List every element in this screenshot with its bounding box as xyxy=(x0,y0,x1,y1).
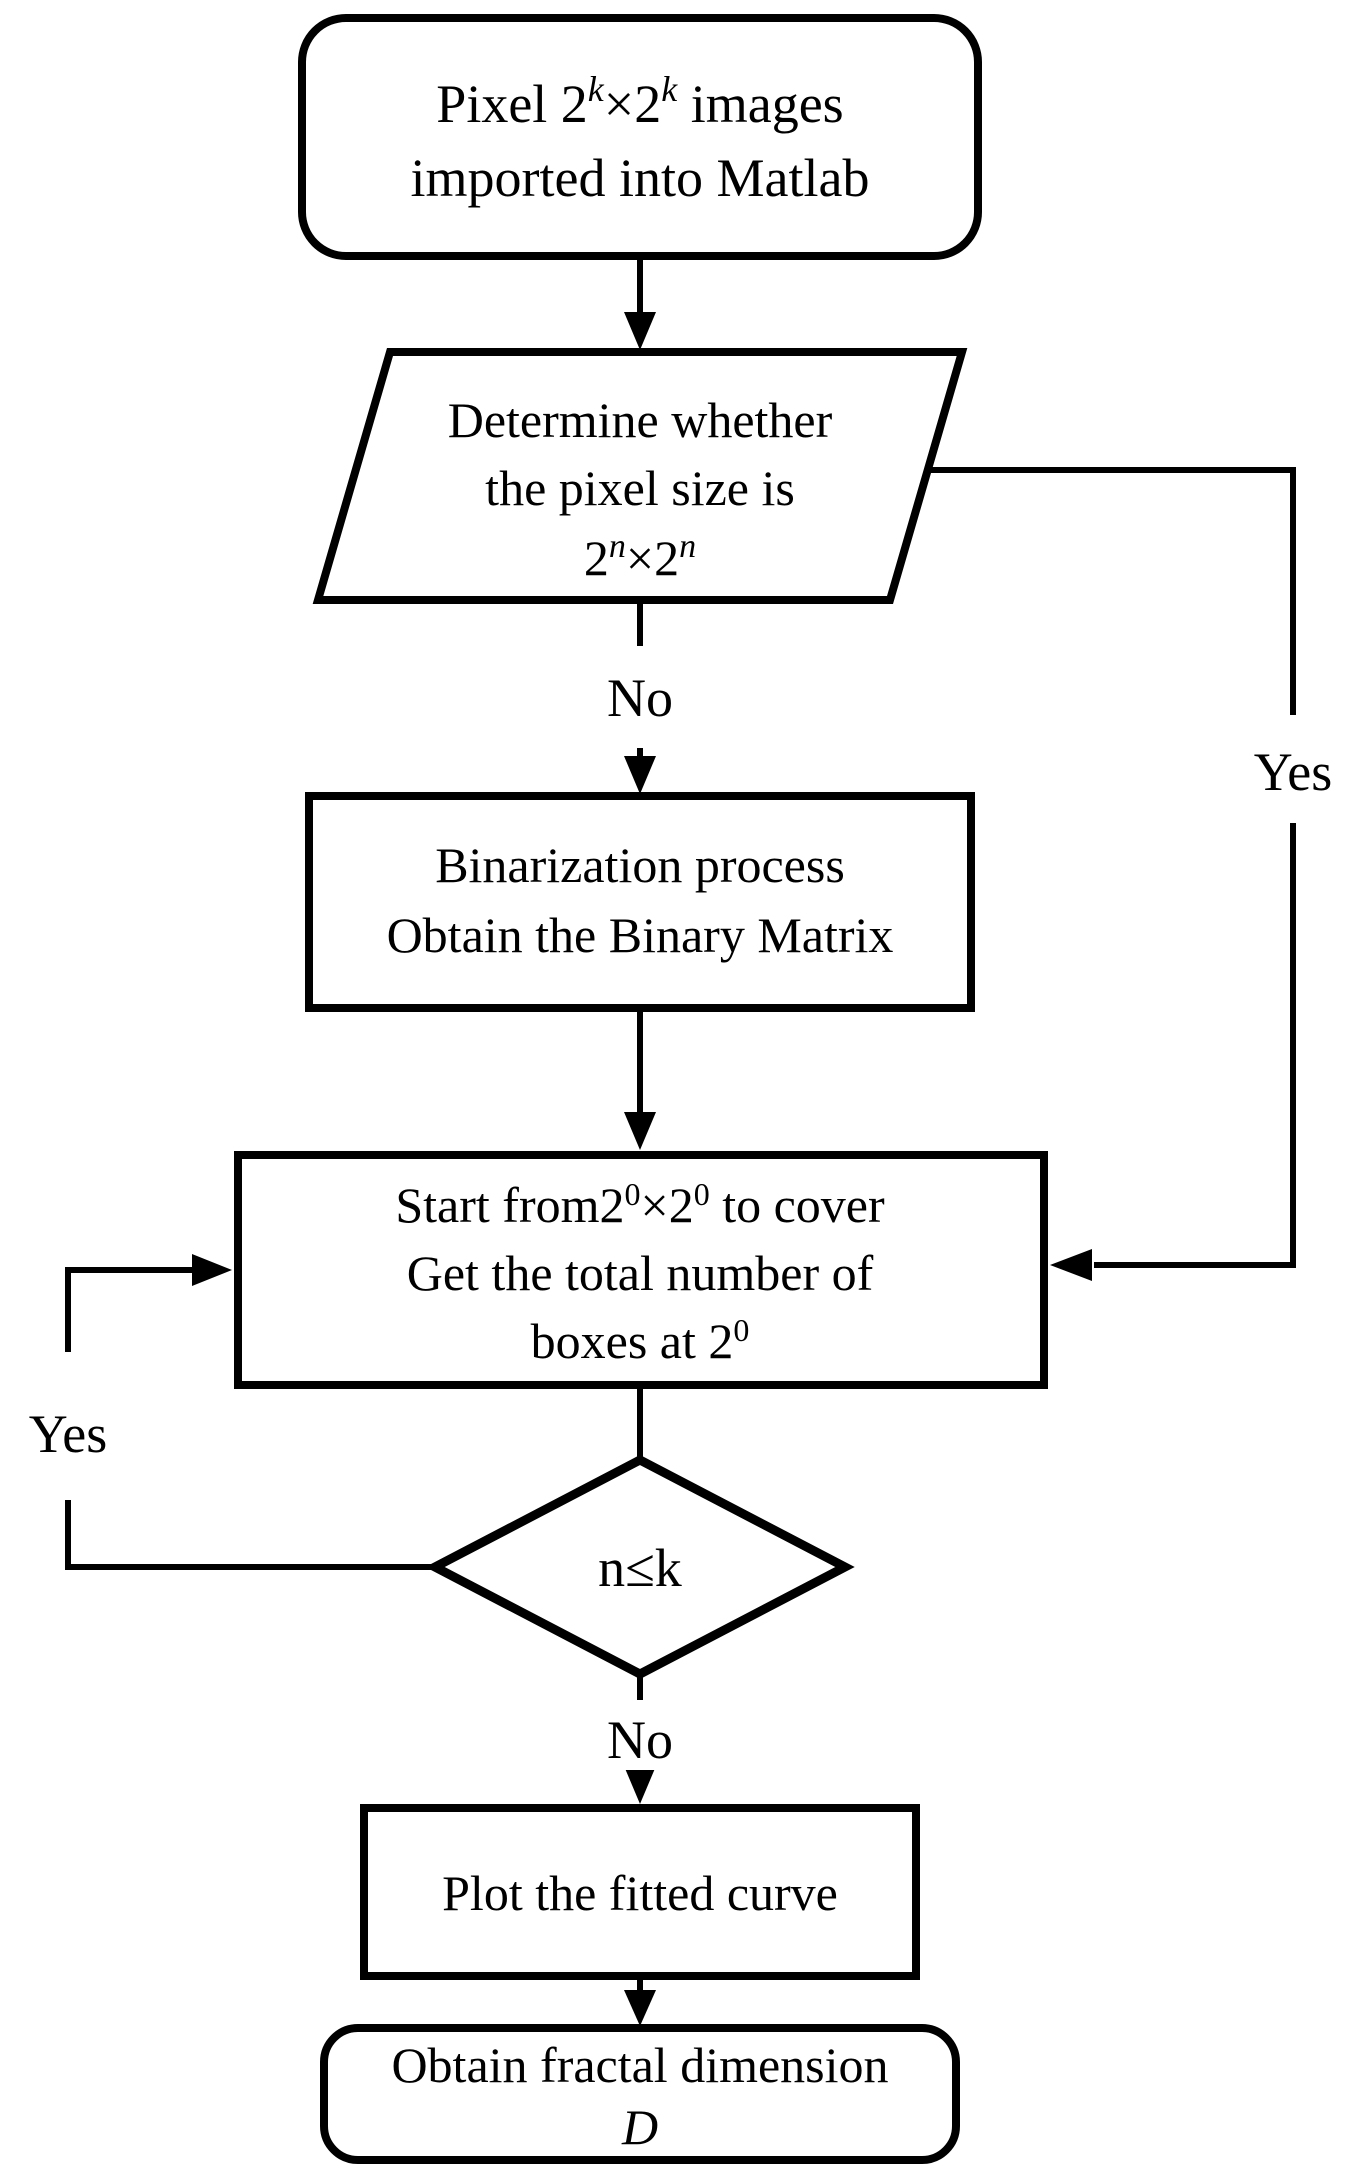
arrowhead-down xyxy=(624,756,656,794)
edge-label-background xyxy=(588,1700,692,1770)
node-decision: n≤k xyxy=(425,1454,855,1680)
node-import: Pixel 2k×2k images imported into Matlab xyxy=(298,14,982,260)
edge-import-to-check xyxy=(624,256,656,350)
node-check-line3: 2n×2n xyxy=(584,528,696,586)
node-result-line1: Obtain fractal dimension xyxy=(391,2037,888,2093)
edge-check-to-binarize-no: No xyxy=(588,600,692,794)
node-binarize-line1: Binarization process xyxy=(435,837,845,893)
node-result-line2: D xyxy=(621,2099,658,2155)
text-run: ×2 xyxy=(626,530,679,586)
edge-label-background xyxy=(14,1352,122,1500)
node-binarize: Binarization process Obtain the Binary M… xyxy=(305,792,975,1012)
superscript-0: 0 xyxy=(733,1312,749,1348)
edge-label-background xyxy=(1241,715,1345,823)
text-run: 2 xyxy=(584,530,609,586)
text-run: boxes at 2 xyxy=(531,1313,734,1369)
node-cover-shape xyxy=(234,1151,1048,1389)
node-check-line1: Determine whether xyxy=(448,392,833,448)
node-import-line2: imported into Matlab xyxy=(411,148,870,208)
superscript-k: k xyxy=(588,69,605,109)
edge-label-yes: Yes xyxy=(1254,742,1333,802)
node-import-shape xyxy=(298,14,982,260)
node-result: Obtain fractal dimension D xyxy=(320,2024,960,2164)
node-check-line2: the pixel size is xyxy=(485,460,795,516)
text-run: to cover xyxy=(710,1177,885,1233)
edge-binarize-to-cover xyxy=(624,1008,656,1150)
edge-decision-to-cover-yes-loop: Yes xyxy=(14,1254,435,1570)
edge-label-no: No xyxy=(607,668,673,728)
node-binarize-shape xyxy=(305,792,975,1012)
arrowhead-down xyxy=(624,1990,656,2026)
text-run: Start from2 xyxy=(395,1177,624,1233)
node-check-size: Determine whether the pixel size is 2n×2… xyxy=(312,348,968,604)
edge-label-no: No xyxy=(607,1710,673,1770)
edge-check-to-cover-yes: Yes xyxy=(928,467,1345,1281)
superscript-n: n xyxy=(609,528,626,565)
node-cover: Start from20×20 to cover Get the total n… xyxy=(234,1151,1048,1389)
edge-label-background xyxy=(588,646,692,748)
arrowhead-down xyxy=(624,1112,656,1150)
node-plot-shape xyxy=(360,1804,920,1980)
node-binarize-line2: Obtain the Binary Matrix xyxy=(387,907,894,963)
edge-plot-to-result xyxy=(624,1976,656,2026)
text-run: Pixel 2 xyxy=(436,74,588,134)
node-result-shape xyxy=(320,2024,960,2164)
text-run: ×2 xyxy=(641,1177,694,1233)
text-run: ×2 xyxy=(604,74,661,134)
node-decision-shape xyxy=(425,1454,855,1680)
node-cover-line1: Start from20×20 to cover xyxy=(395,1176,885,1233)
arrowhead-down xyxy=(624,312,656,350)
node-plot: Plot the fitted curve xyxy=(360,1804,920,1980)
node-import-line1: Pixel 2k×2k images xyxy=(436,69,843,134)
superscript-k: k xyxy=(661,69,678,109)
node-plot-label: Plot the fitted curve xyxy=(442,1865,838,1921)
node-cover-line2: Get the total number of xyxy=(407,1245,874,1301)
superscript-n: n xyxy=(679,528,696,565)
node-check-size-shape xyxy=(312,348,968,604)
superscript-0: 0 xyxy=(694,1176,710,1212)
arrowhead-right xyxy=(192,1254,232,1286)
edge-label-yes: Yes xyxy=(29,1404,108,1464)
arrowhead-left xyxy=(1050,1249,1092,1281)
edge-line xyxy=(928,467,1296,1268)
superscript-0: 0 xyxy=(625,1176,641,1212)
edge-decision-to-plot-no: No xyxy=(588,1674,692,1804)
node-cover-line3: boxes at 20 xyxy=(531,1312,750,1369)
arrowhead-down xyxy=(624,1766,656,1804)
text-run: images xyxy=(677,74,843,134)
node-decision-label: n≤k xyxy=(598,1538,682,1598)
